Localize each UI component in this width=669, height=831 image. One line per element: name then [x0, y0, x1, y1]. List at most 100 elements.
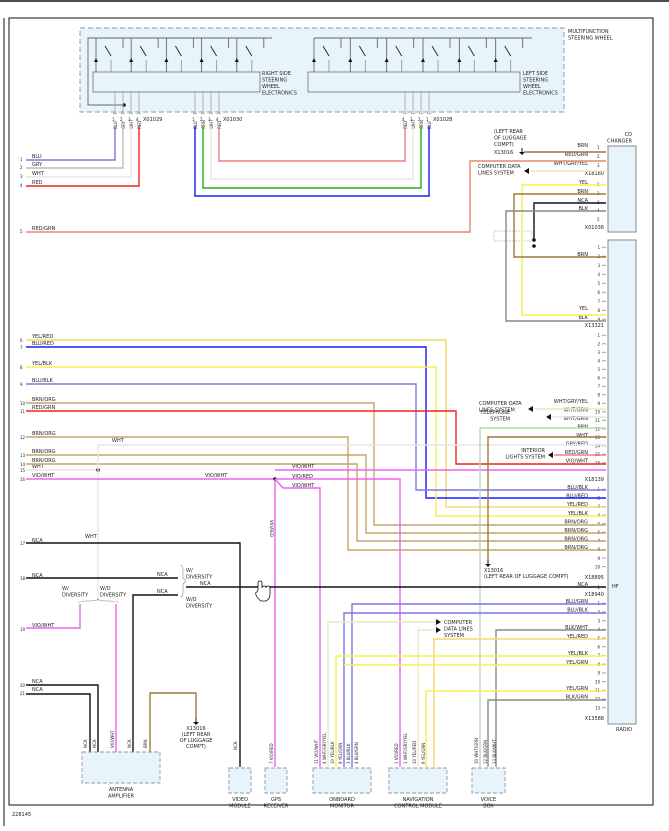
computer-data-lines-label: LINES SYSTEM [479, 408, 515, 414]
pin-number: 13 [595, 705, 601, 710]
wo-diversity-label: W/O [100, 586, 111, 592]
wire-label: BLU/RED [32, 341, 54, 347]
wire-number: 16 [20, 477, 26, 482]
connector-pin [601, 680, 607, 683]
right-electronics-box [92, 71, 261, 93]
wire-label: BRN [577, 252, 588, 258]
pin-number: 6 [597, 290, 600, 295]
connector-x13016: X13016 [186, 726, 205, 732]
connector-pin [200, 112, 206, 115]
connector-pin [601, 411, 607, 413]
connector-x13321: X13321 [585, 323, 604, 329]
connector-pin [402, 112, 408, 115]
wire-label: BLU/RED [566, 494, 588, 500]
pin-wire-label: NCA [83, 739, 88, 748]
wire-label: WHT [32, 464, 45, 470]
connector-pin [128, 112, 134, 115]
wire-blk-grn-voice [487, 699, 606, 767]
gps-receiver-box [264, 767, 288, 794]
right-electronics-label: ELECTRONICS [262, 91, 297, 97]
wire-number: 4 [20, 183, 23, 188]
wire-yel-red [26, 339, 606, 508]
connector-x18940: X18940 [585, 592, 604, 598]
connector-pin [410, 112, 416, 115]
pin-wire-label: NCA [92, 739, 97, 748]
pin-number: 1 [192, 117, 195, 122]
wire-label: RED [32, 180, 43, 186]
wire-brn-org-14 [26, 463, 606, 542]
wire-yel-red-nav [433, 638, 606, 767]
voice-box-box [471, 767, 506, 794]
pin-number: 10 [595, 679, 601, 684]
connector-pin [601, 318, 607, 321]
arrow-left-icon [546, 414, 551, 420]
connector-x13016: X13016 [494, 150, 513, 156]
diode-icon [199, 58, 204, 62]
pin-number: 3 [597, 263, 600, 268]
right-electronics-label: STEERING [262, 78, 287, 84]
diode-icon [457, 58, 462, 62]
pin-wire-label: BRN [143, 739, 148, 748]
pin-number: 6 [597, 645, 600, 650]
pin-number: 1 [597, 333, 600, 338]
connector-pin [601, 566, 607, 568]
pin-wire-label: 9 YEL/GRN [421, 743, 426, 764]
wire-number: 5 [20, 229, 23, 234]
w-diversity-label: DIVERSITY [62, 593, 89, 599]
pin-number: 2 [418, 117, 421, 122]
connector-pin [601, 523, 607, 525]
steering-wheel-label: MULTIFUNCTION [568, 29, 609, 35]
wire-label: YEL/RED [566, 502, 588, 508]
pin-number: 7 [597, 384, 600, 389]
wire-label: BLU/BLK [567, 608, 589, 614]
wire-label: GRY [32, 162, 43, 168]
switch-icon [358, 45, 366, 57]
wire-label: RED [217, 121, 222, 129]
cd-changer-box [607, 145, 637, 233]
wire-label: WHT [112, 438, 125, 444]
connector-pin [601, 368, 607, 371]
cd-changer-label: CHANGER [607, 139, 632, 145]
onboard-monitor-label: ONBOARD [329, 797, 355, 803]
wire-nca-21 [26, 693, 91, 752]
wire-label: YEL/RED [566, 634, 588, 640]
wire-label: NCA [32, 538, 43, 544]
connector-pin [418, 112, 424, 115]
connector-pin [601, 351, 607, 354]
wire-number: 8 [20, 365, 23, 370]
wire-label: WHT [411, 119, 416, 129]
splice-dot [532, 244, 536, 248]
wire-label: BLK/GRN [566, 695, 589, 701]
wire-label: BRN/ORG [32, 458, 56, 464]
wire-number: 12 [20, 435, 26, 440]
wire-vio-red-nav [275, 478, 401, 767]
wire-label: WHT/GRY/YEL [554, 399, 588, 405]
interior-lights-label: INTERIOR [521, 448, 545, 454]
wire-number: 2 [20, 165, 23, 170]
arrow-right-icon [436, 627, 441, 633]
x13016-location-label: OF LUGGAGE [180, 738, 213, 744]
pin-number: 11 [595, 418, 601, 423]
ground-icon [485, 560, 491, 567]
wire-label: NCA [577, 582, 588, 588]
switch-icon [175, 45, 182, 57]
wire-blk-cd-radio [505, 210, 606, 322]
shield-icon [493, 230, 533, 242]
connector-x01036: X01036 [585, 225, 604, 231]
left-electronics-label: LEFT SIDE [523, 71, 548, 77]
wire-label: BRN/ORG [564, 519, 588, 525]
wire-blu-blk [26, 383, 606, 491]
antenna-amplifier-label: ANTENNA [109, 787, 134, 793]
switch-icon [139, 45, 147, 57]
radio-box [607, 239, 637, 725]
switch-icon [104, 45, 112, 57]
wire-label: BRN [577, 143, 588, 149]
wire-blu-grn [351, 603, 606, 767]
pin-number: 2 [120, 117, 123, 122]
navigation-control-module-label: CONTROL MODULE [394, 804, 442, 810]
switch-icon [245, 45, 253, 57]
connector-pin [601, 291, 607, 294]
wire-label: BLU/BLK [567, 485, 589, 491]
wire-number: 17 [20, 541, 26, 546]
pin-number: 8 [597, 393, 600, 398]
